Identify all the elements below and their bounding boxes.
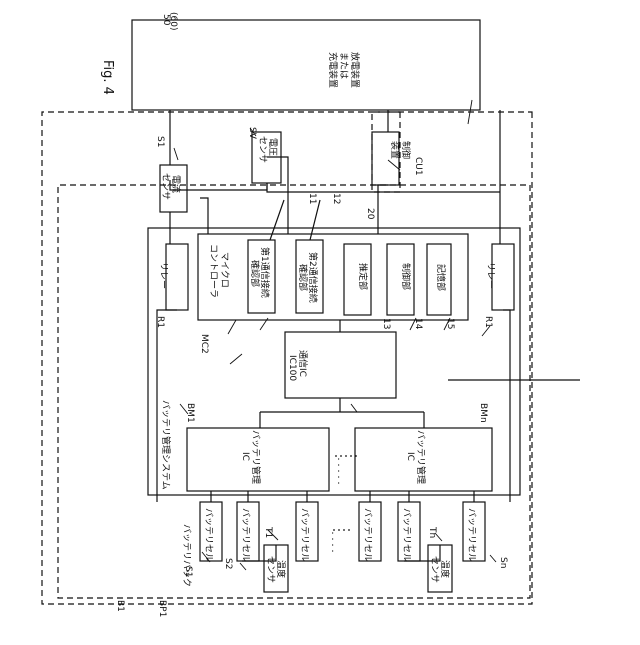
ref-11: 11	[307, 193, 317, 204]
charger-box	[132, 20, 480, 110]
bms-frame	[148, 228, 520, 495]
bm1-label-1: バッテリ管理	[250, 430, 262, 484]
current-sensor-label-1: 電流	[170, 175, 182, 193]
ref-12: 12	[331, 193, 341, 204]
control-unit-label: 制御部	[400, 263, 412, 290]
ref-s2: S2	[223, 558, 233, 569]
charger-label-3: 放電装置	[349, 52, 361, 88]
relay-left-box	[166, 244, 188, 310]
temp-sensor-n-label-2: センサ	[429, 556, 440, 583]
voltage-sensor-label-1: 電圧	[267, 138, 278, 156]
ref-bmn: BMn	[478, 403, 488, 423]
ref-sv: SV	[247, 127, 257, 140]
ref-60: (60)	[168, 12, 178, 30]
control-device-label-1: 制御	[400, 141, 412, 159]
second-comm-label-1: 第2通信接続	[307, 252, 319, 303]
relay-left-label: リレー	[158, 262, 168, 289]
temp-sensor-1-label-1: 温度	[275, 560, 287, 578]
dots-between-ics: ・・・・・	[334, 456, 341, 486]
micro-label-2: コントローラ	[208, 244, 219, 298]
dots-between-cells: ・・・・	[328, 530, 335, 554]
ref-ic100: IC100	[287, 355, 297, 381]
leader-lines	[174, 100, 496, 570]
temp-sensor-1-label-2: センサ	[265, 556, 276, 583]
ref-14: 14	[413, 318, 423, 330]
ref-20: 20	[365, 208, 375, 220]
cell-label-3: バッテリセル	[299, 508, 310, 562]
cell-label-5: バッテリセル	[401, 508, 412, 562]
storage-label: 記憶部	[435, 264, 447, 291]
current-sensor-label-2: センサ	[160, 173, 171, 200]
comm-ic-label: 通信IC	[297, 350, 309, 377]
bm1-label-2: IC	[240, 452, 250, 461]
ref-13: 13	[381, 318, 391, 329]
ref-r1-right: R1	[483, 316, 493, 328]
control-device-label-2: 装置	[389, 141, 401, 159]
ref-cu1: CU1	[413, 157, 423, 176]
cell-label-2: バッテリセル	[240, 508, 251, 562]
first-comm-label-1: 第1通信接続	[259, 247, 271, 298]
boundary-b1	[42, 112, 532, 604]
ref-15: 15	[445, 318, 455, 329]
ref-bp1: BP1	[157, 600, 167, 617]
ref-r1-left: R1	[155, 316, 165, 328]
temp-sensor-n-label-1: 温度	[439, 560, 451, 578]
first-comm-label-2: 確認部	[249, 260, 261, 287]
cell-label-1: バッテリセル	[203, 508, 214, 562]
ref-mc2: MC2	[199, 334, 209, 354]
voltage-sensor-label-2: センサ	[257, 136, 268, 163]
ref-b1: B1	[115, 600, 125, 612]
estimation-label: 推定部	[357, 263, 369, 290]
bms-label: バッテリ管理システム	[160, 400, 172, 490]
ref-sn: Sn	[498, 557, 508, 568]
second-comm-label-2: 確認部	[297, 264, 309, 291]
micro-label-1: マイクロ	[219, 252, 230, 288]
charger-label-2: または	[338, 52, 349, 79]
cell-label-6: バッテリセル	[466, 508, 477, 562]
ref-t1: T1	[263, 526, 273, 538]
pack-label: バッテリパック	[181, 524, 192, 587]
boundary-bp1	[58, 185, 530, 598]
figure-title: Fig. 4	[100, 60, 115, 95]
relay-right-label: リレー	[485, 262, 495, 289]
bmn-label-1: バッテリ管理	[415, 430, 427, 484]
charger-label-1: 充電装置	[327, 52, 339, 88]
wiring	[157, 110, 580, 561]
bmn-label-2: IC	[405, 452, 415, 461]
cell-label-4: バッテリセル	[362, 508, 373, 562]
ref-bm1: BM1	[185, 403, 195, 423]
ref-s1-sensor: S1	[155, 136, 165, 147]
ref-tn: Tn	[427, 526, 437, 538]
